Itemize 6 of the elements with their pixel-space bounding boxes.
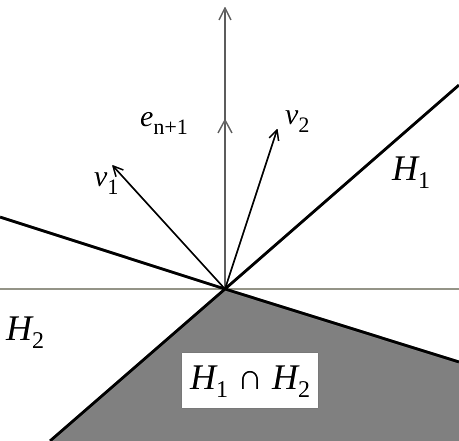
vector-label: ν$_{2}$	[285, 100, 310, 136]
half-space-label: H$_{2}$	[6, 310, 44, 353]
vector-label: e$_{n+1}$	[140, 102, 188, 138]
intersection-label: H$_{1}$ ∩ H$_{2}$	[182, 353, 318, 408]
half-space-label: H$_{1}$	[392, 150, 430, 193]
vector-label: ν$_{1}$	[94, 162, 118, 198]
